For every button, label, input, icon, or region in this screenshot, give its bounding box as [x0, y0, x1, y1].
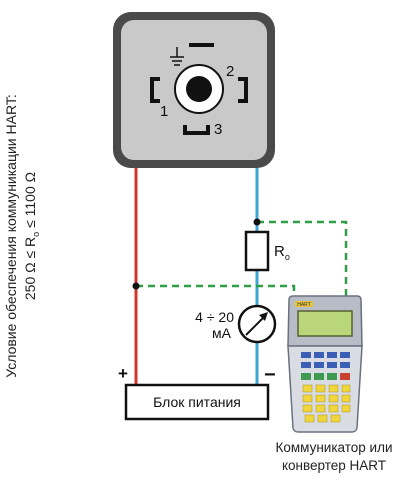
connector-plug: 1 2 3 [113, 12, 275, 168]
hart-dashed-link-top [257, 220, 348, 300]
pin2-contact-bracket [238, 77, 248, 103]
hart-condition-line1: Условие обеспечения коммуникации HART: [3, 94, 19, 377]
communicator-yellow-keypad [302, 384, 351, 423]
junction-dot-left [132, 282, 140, 290]
pin3-number: 3 [214, 121, 222, 138]
pin1-contact-bracket [150, 77, 160, 103]
communicator-screen [297, 310, 353, 337]
pin2-number: 2 [226, 63, 234, 80]
hart-condition-line2: 250 Ω ≤ Rо ≤ 1100 Ω [22, 172, 41, 300]
communicator-brand-text: HART [297, 302, 311, 308]
pin1-number: 1 [160, 103, 168, 120]
communicator-caption-line1: Коммуникатор или [275, 440, 392, 455]
center-pin-inner [186, 76, 212, 102]
ammeter-range: 4 ÷ 20 [195, 309, 234, 325]
ammeter-arrow-line [245, 315, 266, 336]
communicator-control-keys [301, 373, 350, 380]
communicator-brand-strip [295, 301, 313, 307]
hart-dashed-link-bottom [136, 284, 296, 300]
hart-condition-note: Условие обеспечения коммуникации HART: 2… [3, 94, 41, 377]
power-supply: Блок питания + − [118, 364, 276, 421]
power-supply-plus: + [118, 364, 128, 383]
hart-communicator-device: HART [287, 295, 363, 433]
ammeter-unit: мА [212, 325, 232, 341]
ground-contact-bar [189, 43, 214, 47]
ground-symbol-icon [170, 47, 184, 66]
resistor-label: Rо [274, 243, 290, 262]
communicator-blue-keys [301, 352, 350, 368]
power-supply-box [124, 383, 270, 421]
power-supply-label: Блок питания [153, 394, 241, 410]
pin3-contact-bracket [183, 125, 210, 135]
junction-dot-top [253, 218, 261, 226]
power-supply-minus: − [264, 364, 276, 386]
resistor: Rо [244, 230, 290, 272]
communicator-caption-line2: конвертер HART [282, 458, 386, 473]
ammeter-arrow-head-icon [259, 312, 268, 321]
ammeter: 4 ÷ 20 мА [195, 304, 277, 344]
